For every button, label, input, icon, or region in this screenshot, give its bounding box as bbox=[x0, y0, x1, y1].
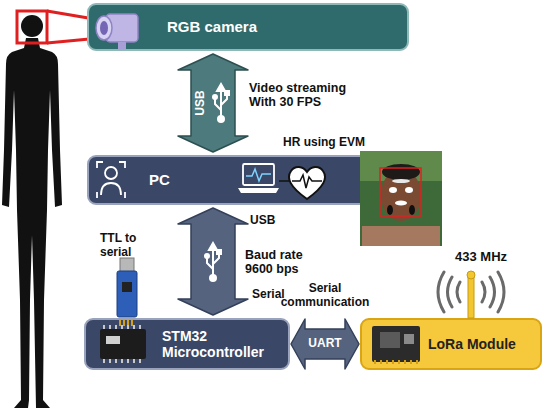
usb-square bbox=[225, 91, 229, 95]
ttl-adapter-icon bbox=[117, 258, 137, 326]
camera-lens-inner bbox=[100, 21, 108, 35]
annotation-label: 433 MHz bbox=[455, 250, 507, 265]
node-label: LoRa Module bbox=[428, 336, 516, 352]
annotation-label: HR using EVM bbox=[283, 136, 365, 150]
camera-icon bbox=[96, 14, 138, 49]
node-label: STM32 Microcontroller bbox=[162, 328, 280, 360]
usb-branch bbox=[221, 95, 227, 105]
usb-symbol bbox=[205, 243, 221, 281]
camera-stand bbox=[118, 42, 126, 49]
photo-foliage bbox=[360, 151, 442, 181]
mcu-chip-icon bbox=[100, 325, 146, 363]
usb-branch bbox=[215, 99, 221, 110]
usb-plug bbox=[120, 258, 134, 272]
adapter-chip bbox=[122, 282, 132, 292]
adapter-board bbox=[117, 271, 137, 317]
usb-dot bbox=[213, 95, 217, 99]
chip-body bbox=[100, 329, 146, 359]
laptop-screen bbox=[243, 164, 274, 185]
usb-base bbox=[218, 116, 224, 122]
block-arrow bbox=[178, 54, 248, 152]
usb-tip bbox=[217, 84, 225, 91]
photo-hair bbox=[382, 164, 420, 180]
photo-mark bbox=[387, 205, 393, 215]
node-label: PC bbox=[149, 171, 170, 188]
module-chip bbox=[380, 332, 400, 348]
face-box bbox=[380, 168, 421, 216]
laptop-base bbox=[238, 188, 279, 193]
head bbox=[21, 15, 43, 37]
lora-module-icon bbox=[372, 326, 420, 364]
annotation-label: USB bbox=[250, 214, 275, 228]
face-head bbox=[105, 167, 117, 179]
photo-mark bbox=[392, 179, 410, 183]
annotation-label: Serial communication bbox=[277, 282, 373, 310]
body bbox=[2, 38, 62, 408]
photo-mark bbox=[389, 187, 397, 193]
module-crystal bbox=[404, 334, 414, 344]
antenna-icon bbox=[438, 271, 504, 318]
module-board bbox=[372, 326, 420, 362]
edge-label: UART bbox=[308, 337, 341, 351]
annotation-label: Serial bbox=[252, 288, 285, 302]
heart-icon bbox=[289, 167, 325, 199]
face-frame bbox=[97, 162, 125, 198]
radio-waves bbox=[438, 272, 504, 312]
node-label: RGB camera bbox=[167, 18, 257, 35]
human-silhouette bbox=[2, 15, 62, 408]
usb-tip bbox=[209, 243, 217, 250]
annotation-label: TTL to serial bbox=[100, 232, 144, 260]
usb-dot bbox=[205, 254, 209, 258]
antenna-rod bbox=[468, 276, 474, 318]
photo-mark bbox=[395, 201, 407, 206]
module-pins bbox=[375, 360, 417, 364]
photo-background bbox=[360, 151, 442, 246]
face-id-icon bbox=[97, 162, 125, 198]
block-arrow bbox=[291, 319, 359, 369]
face-photo bbox=[360, 151, 442, 246]
photo-shirt bbox=[362, 226, 440, 246]
antenna-tip bbox=[467, 271, 475, 279]
chip-logo bbox=[106, 336, 120, 344]
edge-label: Baud rate 9600 bps bbox=[245, 248, 321, 277]
camera-lens bbox=[96, 16, 112, 40]
usb-base bbox=[210, 275, 216, 281]
usb-symbol bbox=[213, 84, 229, 122]
heart-ecg bbox=[292, 175, 322, 188]
laptop-icon bbox=[238, 164, 279, 193]
face-region bbox=[17, 11, 47, 43]
block-arrow bbox=[178, 208, 248, 315]
edge-label: Video streaming With 30 FPS bbox=[249, 81, 361, 110]
usb-square bbox=[217, 250, 221, 254]
photo-mark bbox=[405, 187, 413, 193]
laptop-pulse bbox=[246, 169, 271, 181]
face-shoulders bbox=[101, 183, 121, 195]
heart-outline bbox=[289, 167, 325, 199]
photo-mark bbox=[409, 205, 415, 215]
annotation-label: USB bbox=[194, 90, 208, 115]
usb-branch bbox=[213, 254, 219, 264]
usb-branch bbox=[207, 258, 213, 269]
